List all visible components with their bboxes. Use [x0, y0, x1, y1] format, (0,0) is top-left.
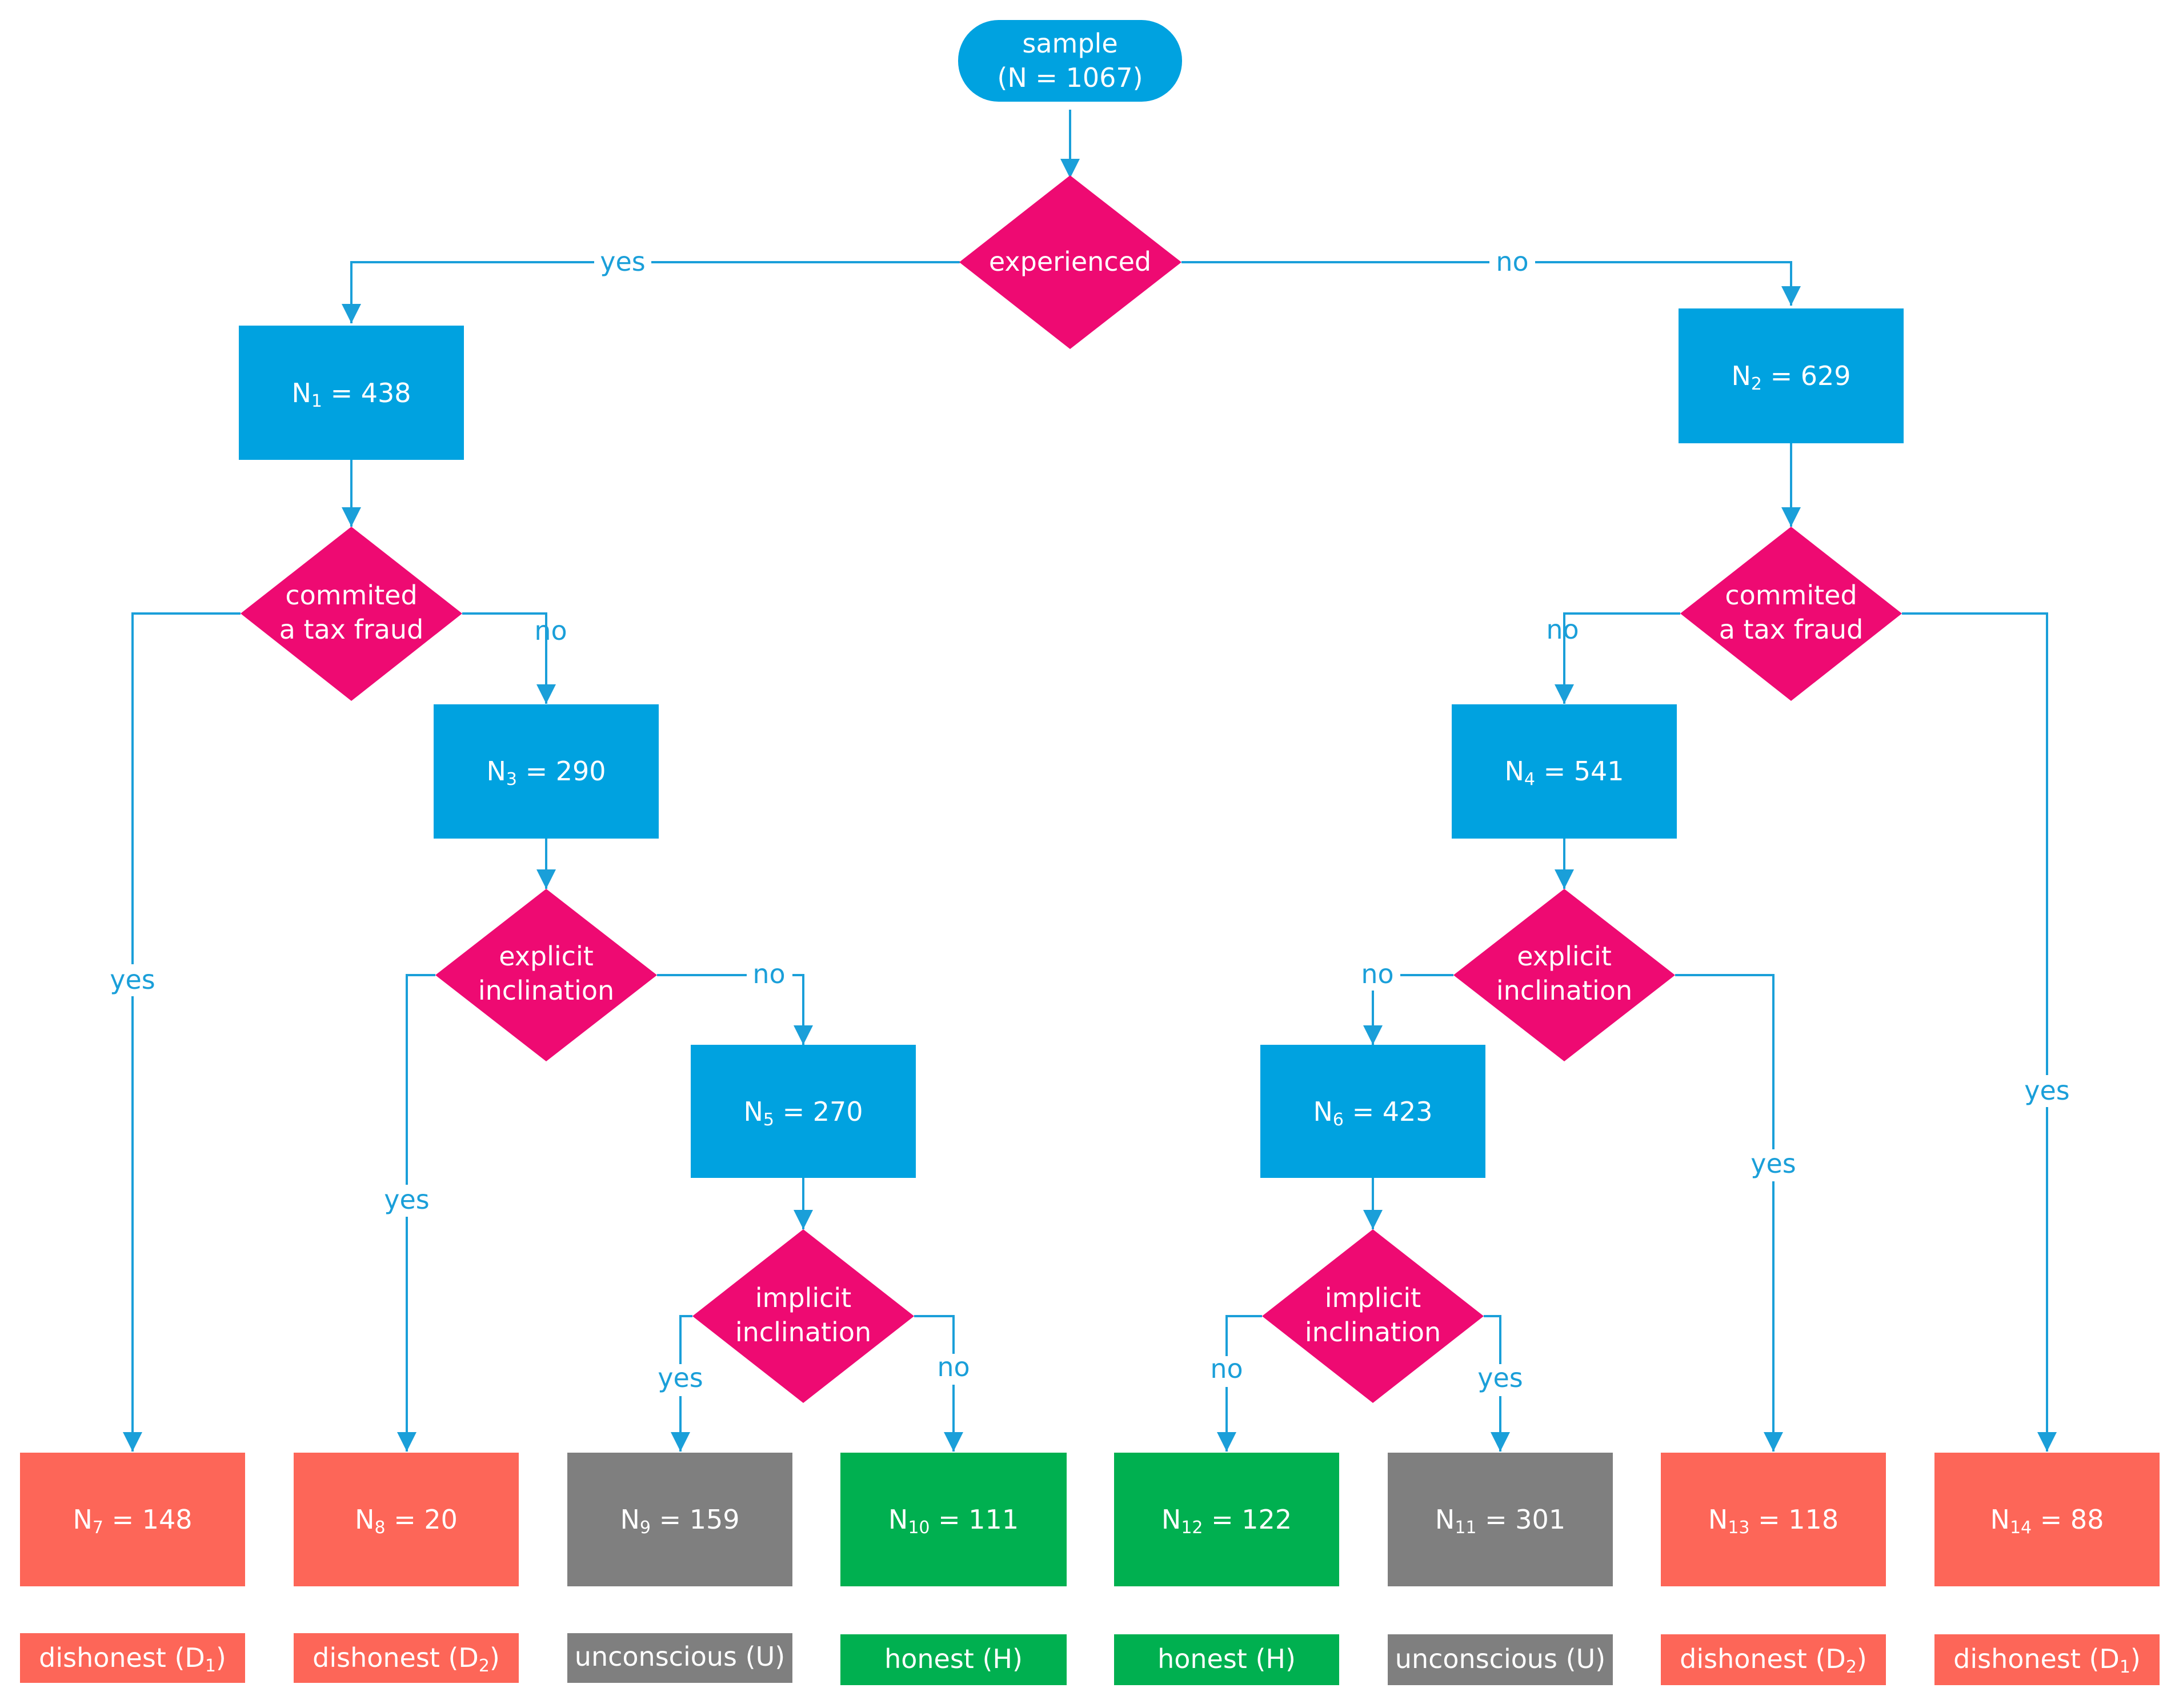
decision-implicit-left-line-2: inclination [735, 1317, 871, 1348]
decision-explicit-left-line-1: explicit [499, 941, 594, 972]
node-n6: N6 = 423 [1260, 1045, 1485, 1178]
category-dishonest-d2-left: dishonest (D2) [294, 1633, 519, 1683]
decision-tax-left-line-2: a tax fraud [279, 614, 424, 645]
decision-implicit-right-line-1: implicit [1325, 1282, 1421, 1313]
connector-explright-yes [1675, 974, 1783, 1452]
node-n12-label: N12 = 122 [1161, 1504, 1292, 1538]
decision-implicit-right-line-2: inclination [1305, 1317, 1441, 1348]
node-n6-label: N6 = 423 [1313, 1096, 1432, 1130]
edge-label-taxleft-no: no [534, 615, 567, 646]
category-dishonest-d1-left: dishonest (D1) [20, 1633, 245, 1683]
edge-label-explleft-yes: yes [384, 1184, 430, 1215]
node-n2: N2 = 629 [1679, 308, 1904, 443]
node-n9: N9 = 159 [567, 1453, 792, 1586]
decision-implicit-right: implicit inclination [1262, 1229, 1484, 1403]
category-label-5: honest (H) [1157, 1643, 1296, 1674]
node-n3: N3 = 290 [434, 704, 659, 839]
start-terminal: sample (N = 1067) [958, 20, 1182, 102]
node-n3-label: N3 = 290 [486, 756, 606, 789]
decision-tax-left-line-1: commited [285, 580, 417, 611]
decision-tax-right-line-2: a tax fraud [1719, 614, 1864, 645]
category-label-8: dishonest (D1) [1953, 1643, 2141, 1677]
node-n11-label: N11 = 301 [1435, 1504, 1565, 1538]
node-n11: N11 = 301 [1388, 1453, 1613, 1586]
connector-taxleft-yes [123, 612, 241, 1452]
category-label-1: dishonest (D1) [39, 1642, 226, 1676]
node-n12: N12 = 122 [1114, 1453, 1339, 1586]
edge-label-implright-yes: yes [1477, 1362, 1523, 1393]
category-label-3: unconscious (U) [575, 1641, 785, 1672]
decision-implicit-left: implicit inclination [692, 1229, 914, 1403]
category-honest-right: honest (H) [1114, 1634, 1339, 1685]
category-label-4: honest (H) [884, 1643, 1023, 1674]
edge-label-explleft-no: no [752, 959, 785, 989]
category-dishonest-d2-right: dishonest (D2) [1661, 1634, 1886, 1685]
node-n7: N7 = 148 [20, 1453, 245, 1586]
category-honest-left: honest (H) [840, 1634, 1067, 1685]
connector-implleft-no [914, 1315, 963, 1452]
connector-taxright-no [1555, 612, 1680, 704]
connector-taxleft-no [462, 612, 556, 704]
node-n14-label: N14 = 88 [1990, 1504, 2104, 1538]
edge-label-explright-yes: yes [1751, 1148, 1796, 1179]
decision-tax-right-line-1: commited [1725, 580, 1857, 611]
node-n4: N4 = 541 [1452, 704, 1677, 839]
connector-explleft-no [657, 974, 813, 1045]
node-n8-label: N8 = 20 [355, 1504, 458, 1538]
node-n14: N14 = 88 [1934, 1453, 2160, 1586]
category-unconscious-right: unconscious (U) [1388, 1634, 1613, 1685]
decision-tax-fraud-left: commited a tax fraud [241, 527, 462, 701]
edge-label-implleft-yes: yes [658, 1362, 703, 1393]
decision-experienced: experienced [959, 175, 1181, 349]
start-line-1: sample [1022, 28, 1117, 59]
node-n10: N10 = 111 [840, 1453, 1067, 1586]
edge-label-experienced-yes: yes [600, 246, 646, 277]
decision-explicit-right-line-1: explicit [1517, 941, 1612, 972]
decision-explicit-right-line-2: inclination [1496, 975, 1632, 1006]
node-n10-label: N10 = 111 [888, 1504, 1019, 1538]
category-label-2: dishonest (D2) [313, 1642, 500, 1676]
decision-implicit-left-line-1: implicit [755, 1282, 851, 1313]
edge-label-explright-no: no [1361, 959, 1393, 989]
decision-explicit-left: explicit inclination [435, 889, 657, 1061]
start-line-2: (N = 1067) [997, 62, 1143, 93]
node-n13-label: N13 = 118 [1708, 1504, 1838, 1538]
connector-implleft-yes [671, 1315, 692, 1452]
edge-labels: yes no no yes no yes no yes no yes yes n… [105, 246, 2075, 1396]
node-n9-label: N9 = 159 [620, 1504, 739, 1538]
category-label-7: dishonest (D2) [1680, 1643, 1867, 1677]
node-n4-label: N4 = 541 [1504, 756, 1624, 789]
edge-label-taxright-no: no [1546, 614, 1579, 645]
node-n5-label: N5 = 270 [743, 1096, 863, 1130]
edge-label-implright-no: no [1210, 1353, 1243, 1384]
connector-implright-no [1217, 1315, 1262, 1452]
node-n5: N5 = 270 [691, 1045, 916, 1178]
category-unconscious-left: unconscious (U) [567, 1633, 792, 1683]
decision-explicit-right: explicit inclination [1453, 889, 1675, 1061]
node-n7-label: N7 = 148 [73, 1504, 192, 1538]
edge-label-experienced-no: no [1496, 246, 1528, 277]
connector-experienced-no [1181, 261, 1801, 306]
edge-label-taxleft-yes: yes [110, 964, 155, 995]
connector-implright-yes [1484, 1315, 1510, 1452]
decision-experienced-line-1: experienced [989, 246, 1151, 277]
node-n2-label: N2 = 629 [1731, 360, 1850, 394]
connector-experienced-yes [342, 261, 960, 323]
edge-label-taxright-yes: yes [2024, 1075, 2070, 1106]
node-n1: N1 = 438 [239, 326, 464, 460]
node-n8: N8 = 20 [294, 1453, 519, 1586]
edge-label-implleft-no: no [937, 1352, 970, 1382]
node-n13: N13 = 118 [1661, 1453, 1886, 1586]
category-dishonest-d1-right: dishonest (D1) [1934, 1634, 2160, 1685]
category-label-6: unconscious (U) [1395, 1643, 1605, 1674]
decision-tax-fraud-right: commited a tax fraud [1680, 527, 1902, 701]
connector-explleft-yes [397, 974, 435, 1452]
node-n1-label: N1 = 438 [291, 378, 411, 411]
decision-explicit-left-line-2: inclination [478, 975, 614, 1006]
connector-taxright-yes [1902, 612, 2057, 1452]
